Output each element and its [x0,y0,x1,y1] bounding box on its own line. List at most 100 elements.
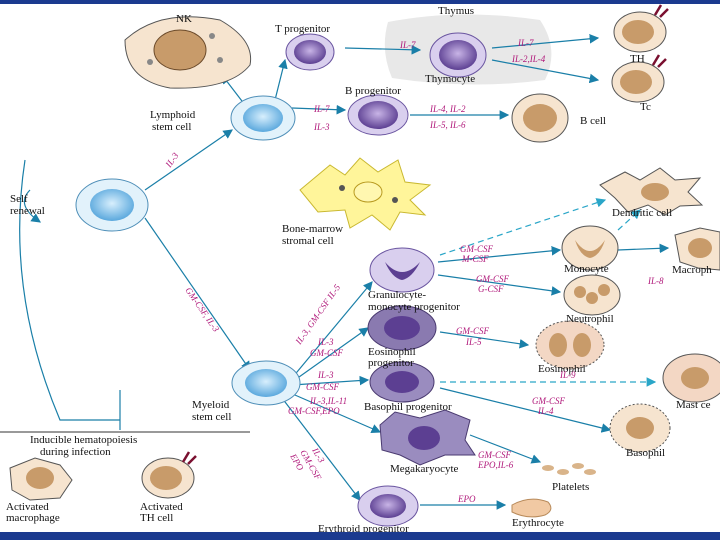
platelets [542,463,596,475]
label-myeloid-1: Myeloid [192,399,230,411]
granulocyte-monocyte-progenitor-cell [369,247,435,293]
cytokine-il7-thymocyte: IL-7 [399,40,416,50]
bottom-bar [0,532,720,540]
label-erythrocyte: Erythrocyte [512,517,564,529]
thymocyte-cell [429,32,487,78]
label-act-th-2: TH cell [140,512,173,524]
eosinophil-progenitor-cell [367,305,437,351]
line-inducible [19,159,120,421]
label-th: TH [630,53,645,65]
arrow-myeloid-to-eos [291,327,369,383]
dendritic-cell [599,167,704,216]
label-thymocyte: Thymocyte [425,73,475,85]
cytokine-gmcsf-il4-2: IL-4 [537,406,554,416]
cytokine-il8: IL-8 [647,276,664,286]
arrow-thymocyte-to-tc [491,59,600,84]
cytokine-il3-gmcsf-baso-1: IL-3 [317,370,334,380]
cytokine-il3-il11-1: IL-3,IL-11 [309,396,347,406]
cytokine-il5-il6: IL-5, IL-6 [429,120,466,130]
label-monocyte: Monocyte [564,263,609,275]
label-stromal-1: Bone-marrow [282,223,343,235]
arrow-myeloid-to-mega [287,391,382,434]
label-self-renewal-1: Self [10,193,28,205]
label-macrophage: Macroph [672,264,712,276]
label-basophil: Basophil [626,447,665,459]
label-thymus: Thymus [438,5,474,17]
cytokine-gmcsf-epo-il6-2: EPO,IL-6 [477,460,514,470]
cytokine-gmcsf-il5-1: GM-CSF [456,326,489,336]
cytokine-gmcsf-il5-2: IL-5 [465,337,482,347]
label-act-mac-2: macrophage [6,512,60,524]
neutrophil-cell [563,274,621,316]
basophil-cell [609,403,671,453]
label-myeloid-2: stem cell [192,411,231,423]
stromal-cell [299,157,432,231]
arrow-t-to-thymocyte [344,44,422,55]
cytokine-gmcsf-gcsf-1: GM-CSF [476,274,509,284]
erythroid-progenitor-cell [357,485,419,527]
cytokine-il9: IL-9 [559,370,576,380]
b-cell [511,93,569,143]
label-megakaryocyte: Megakaryocyte [390,463,459,475]
myeloid-stem-cell [231,360,301,406]
label-lymphoid-stem-1: Lymphoid [150,109,196,121]
activated-macrophage-cell [9,457,73,501]
cell-labels: NK T progenitor Thymus Thymocyte TH Tc L… [6,5,712,535]
label-basophil-progenitor: Basophil progenitor [364,401,452,413]
label-b-progenitor: B progenitor [345,85,401,97]
top-bar [0,0,720,4]
label-platelets: Platelets [552,481,589,493]
cytokine-gmcsf-il4-1: GM-CSF [532,396,565,406]
nk-cell [124,16,252,89]
eosinophil-cell [535,320,605,370]
arrow-myeloid-to-baso [291,375,370,386]
arrow-stem-to-lymphoid [144,129,233,191]
mast-cell [662,353,720,403]
label-inducible-2: during infection [40,446,111,458]
cytokine-gmcsf-il3: GM-CSF, IL-3 [183,285,221,334]
arrow-thymocyte-to-th [491,34,600,49]
arrow-eos [439,331,530,349]
label-b-cell: B cell [580,115,606,127]
cytokine-il3-gmcsf-eos-1: IL-3 [317,337,334,347]
arrow-stem-to-myeloid [144,217,251,371]
label-tc: Tc [640,101,651,113]
label-gm-2: monocyte progenitor [368,301,460,313]
arrow-dashed-monocyte-dendritic [617,209,641,231]
self-renewal-stem-cell [75,178,149,232]
erythrocyte-cell [511,498,552,518]
arrow-myeloid-to-gm [291,281,373,379]
arrow-lymphoid-to-t [274,58,288,101]
cytokine-epo: EPO [457,494,476,504]
arrow-monocyte-to-macrophage [617,243,670,254]
cytokine-gmcsf-epo-il6-1: GM-CSF [478,450,511,460]
cytokine-il3-b: IL-3 [313,122,330,132]
tc-cell [611,54,667,103]
cytokine-il4-il2: IL-4, IL-2 [429,104,466,114]
cytokine-il3-gmcsf-baso-2: GM-CSF [306,382,339,392]
th-cell [613,4,669,53]
arrow-gm-to-monocyte [437,246,562,263]
label-stromal-2: stromal cell [282,235,334,247]
activated-th-cell [141,451,197,499]
arrow-mega-to-platelets [469,434,542,464]
cytokine-il7-b: IL-7 [313,104,330,114]
label-eosinophil: Eosinophil [538,363,586,375]
label-t-progenitor: T progenitor [275,23,330,35]
label-neutrophil: Neutrophil [566,313,614,325]
t-progenitor-cell [285,33,335,71]
lymphoid-stem-cell [230,95,296,141]
cytokine-il3-il11-2: GM-CSF,EPO [288,406,340,416]
cytokine-gmcsf-mcsf-2: M-CSF [461,254,489,264]
label-eos-prog-1: Eosinophil [368,346,416,358]
b-progenitor-cell [347,94,409,136]
cytokine-il2-il4: IL-2,IL-4 [511,54,546,64]
cytokine-il7-th: IL-7 [517,38,534,48]
label-mast: Mast ce [676,399,711,411]
basophil-progenitor-cell [369,361,435,403]
arrow-myeloid-to-ery [281,397,361,501]
cytokine-il3-gmcsf-eos-2: GM-CSF [310,348,343,358]
arrow-lymphoid-to-b [291,104,347,115]
arrow-gm-to-neutrophil [437,274,562,296]
